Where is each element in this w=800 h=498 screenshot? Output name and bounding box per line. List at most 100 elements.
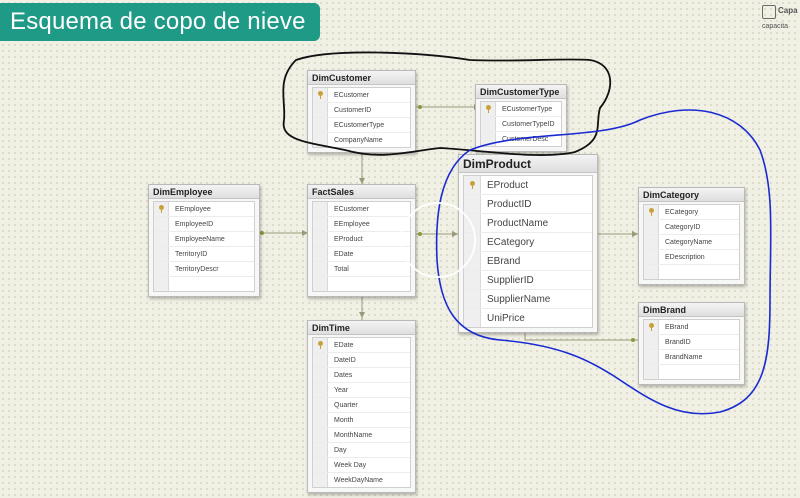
field-name: ECategory (487, 236, 535, 248)
table-dimcategory[interactable]: DimCategory ECategory CategoryID Categor… (638, 187, 745, 285)
field-row[interactable]: TerritoryID (154, 247, 254, 262)
field-name: ECustomerType (502, 105, 553, 113)
field-row[interactable]: Month (313, 413, 410, 428)
field-name: CustomerID (334, 106, 372, 114)
connector-arrow-icon (452, 231, 458, 237)
field-row[interactable]: BrandID (644, 335, 739, 350)
field-name: TerritoryID (175, 250, 208, 258)
field-name: EProduct (487, 179, 529, 191)
table-dimemployee[interactable]: DimEmployee EEmployee EmployeeID Employe… (148, 184, 260, 297)
field-row[interactable]: EmployeeID (154, 217, 254, 232)
field-row[interactable]: Quarter (313, 398, 410, 413)
field-name: ECustomer (334, 205, 370, 213)
logo-subtext: capacita (762, 23, 789, 30)
field-row[interactable]: Year (313, 383, 410, 398)
field-name: CustomerTypeID (502, 120, 555, 128)
field-row[interactable]: Dates (313, 368, 410, 383)
field-name: ECategory (665, 208, 699, 216)
field-row[interactable]: ECategory (464, 233, 592, 252)
field-row[interactable]: ECustomer (313, 88, 410, 103)
field-row[interactable]: Day (313, 443, 410, 458)
field-row[interactable]: CustomerTypeID (481, 117, 561, 132)
table-title: DimProduct (459, 155, 597, 173)
logo-icon (762, 5, 776, 19)
field-name: Week Day (334, 461, 367, 469)
primary-key-icon (317, 341, 323, 349)
connector-key-icon (418, 105, 422, 109)
field-name: Total (334, 265, 349, 273)
field-name: EBrand (487, 255, 521, 267)
field-row[interactable]: EBrand (644, 320, 739, 335)
field-row[interactable]: ECustomerType (313, 118, 410, 133)
field-name: EEmployee (334, 220, 370, 228)
field-row[interactable]: DateID (313, 353, 410, 368)
field-row[interactable]: ECustomerType (481, 102, 561, 117)
field-row[interactable]: UniPrice (464, 309, 592, 327)
primary-key-icon (648, 323, 654, 331)
field-name: ECustomerType (334, 121, 385, 129)
field-row[interactable]: EProduct (464, 176, 592, 195)
table-title: DimBrand (639, 303, 744, 317)
field-name: SupplierID (487, 274, 534, 286)
field-name: CompanyName (334, 136, 383, 144)
table-title: FactSales (308, 185, 415, 199)
field-name: Quarter (334, 401, 358, 409)
field-row[interactable]: EEmployee (313, 217, 410, 232)
field-row[interactable]: BrandName (644, 350, 739, 365)
table-title: DimCategory (639, 188, 744, 202)
field-name: DateID (334, 356, 356, 364)
field-row[interactable]: Total (313, 262, 410, 277)
field-name: EDate (334, 341, 354, 349)
field-name: Dates (334, 371, 353, 379)
connector-key-icon (418, 232, 422, 236)
field-row[interactable]: SupplierID (464, 271, 592, 290)
field-row[interactable]: WeekDayName (313, 473, 410, 487)
field-row[interactable]: SupplierName (464, 290, 592, 309)
field-row[interactable]: ECategory (644, 205, 739, 220)
field-row[interactable]: EmployeeName (154, 232, 254, 247)
field-name: EmployeeID (175, 220, 214, 228)
field-name: TerritoryDescr (175, 265, 219, 273)
field-name: EBrand (665, 323, 689, 331)
field-row[interactable]: CategoryName (644, 235, 739, 250)
connector-arrow-icon (359, 312, 365, 318)
field-row[interactable]: EEmployee (154, 202, 254, 217)
field-name: CategoryName (665, 238, 713, 246)
field-row (313, 277, 410, 291)
table-factsales[interactable]: FactSales ECustomer EEmployee EProduct E… (307, 184, 416, 297)
field-name: ProductID (487, 198, 532, 210)
title-banner: Esquema de copo de nieve (0, 3, 320, 41)
field-row[interactable]: ProductID (464, 195, 592, 214)
connector-key-icon (631, 338, 635, 342)
field-row[interactable]: CategoryID (644, 220, 739, 235)
table-dimcustomer[interactable]: DimCustomer ECustomer CustomerID ECustom… (307, 70, 416, 153)
field-row[interactable]: MonthName (313, 428, 410, 443)
table-dimproduct[interactable]: DimProduct EProduct ProductID ProductNam… (458, 154, 598, 333)
primary-key-icon (469, 181, 475, 189)
field-row[interactable]: EBrand (464, 252, 592, 271)
page-title: Esquema de copo de nieve (10, 8, 306, 35)
field-row (644, 365, 739, 379)
field-row[interactable]: EProduct (313, 232, 410, 247)
table-title: DimCustomer (308, 71, 415, 85)
field-row[interactable]: TerritoryDescr (154, 262, 254, 277)
field-row[interactable]: EDate (313, 338, 410, 353)
field-name: EmployeeName (175, 235, 225, 243)
field-name: EDescription (665, 253, 705, 261)
field-row[interactable]: EDescription (644, 250, 739, 265)
table-dimbrand[interactable]: DimBrand EBrand BrandID BrandName (638, 302, 745, 385)
field-name: BrandName (665, 353, 703, 361)
field-row[interactable]: EDate (313, 247, 410, 262)
logo: Capa capacita (762, 3, 800, 35)
field-name: UniPrice (487, 312, 525, 324)
field-row[interactable]: Week Day (313, 458, 410, 473)
field-name: CustomerDesc (502, 135, 549, 143)
connector-arrow-icon (302, 230, 308, 236)
field-name: ECustomer (334, 91, 370, 99)
logo-text: Capa (778, 6, 798, 15)
connector-arrow-icon (359, 178, 365, 184)
field-row[interactable]: ECustomer (313, 202, 410, 217)
table-dimtime[interactable]: DimTime EDate DateID Dates Year Quarter … (307, 320, 416, 493)
field-row[interactable]: CustomerID (313, 103, 410, 118)
field-name: Day (334, 446, 347, 454)
